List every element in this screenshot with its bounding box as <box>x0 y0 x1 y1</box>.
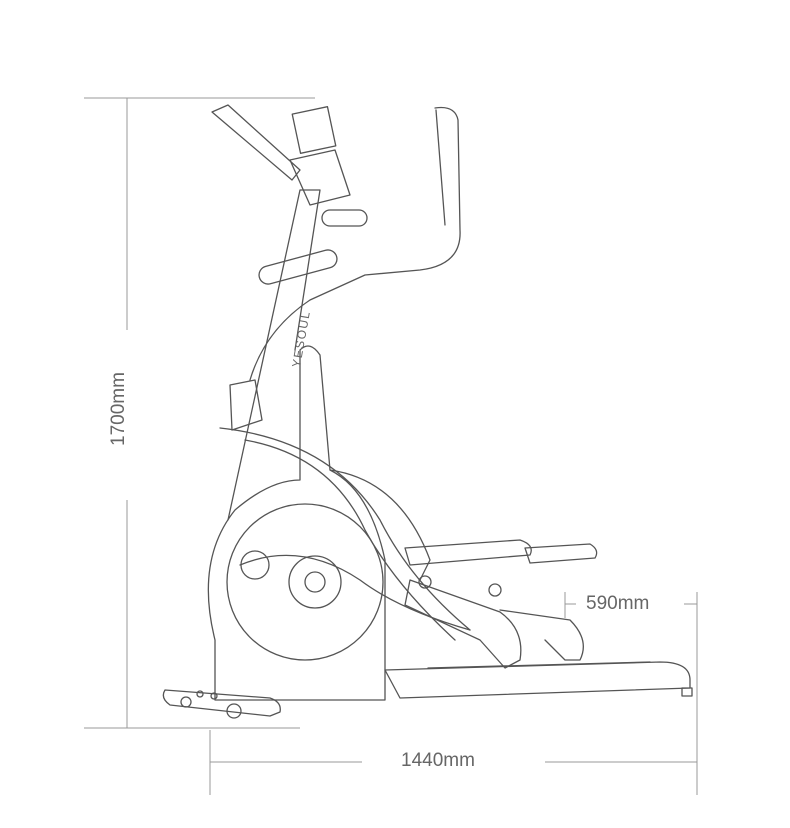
length-dimension-label: 1440mm <box>397 750 479 772</box>
height-dimension-label: 1700mm <box>107 368 130 450</box>
dimension-lines <box>84 97 698 795</box>
width-dimension-label: 590mm <box>582 593 654 615</box>
brand-logo: YESOUL <box>289 309 313 368</box>
machine <box>162 104 693 719</box>
